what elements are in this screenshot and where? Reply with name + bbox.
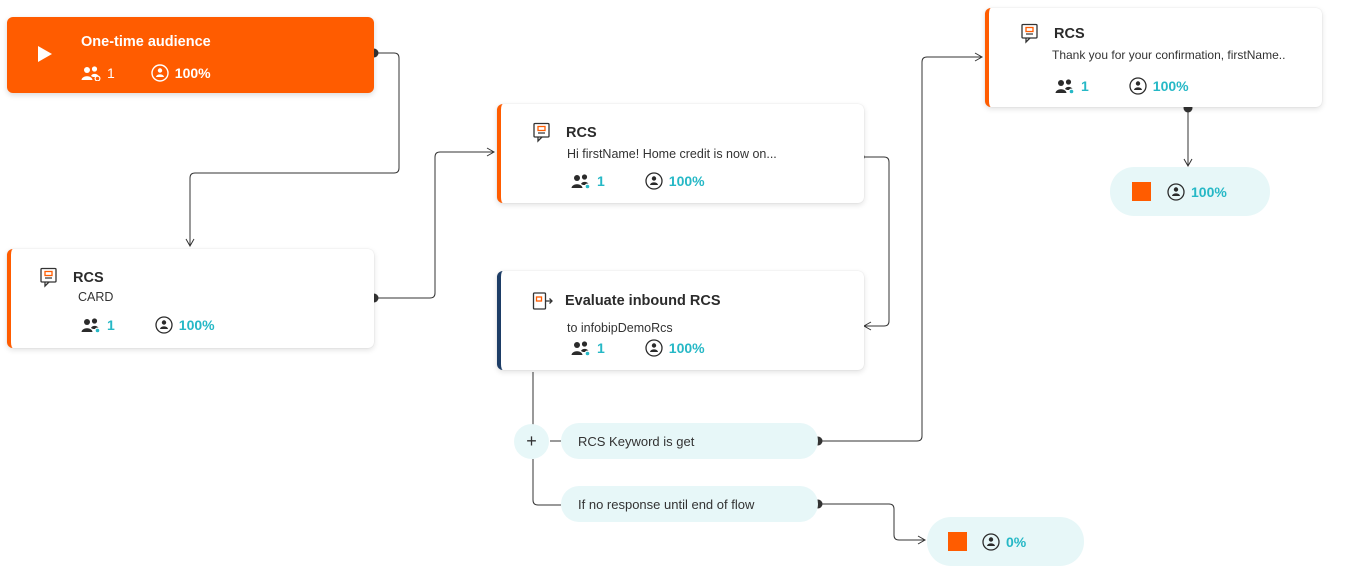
node-title: RCS xyxy=(566,124,597,141)
audience-stat: 1 xyxy=(1055,78,1089,94)
percent-value: 0% xyxy=(1006,533,1027,550)
play-icon xyxy=(38,46,52,62)
add-branch-button[interactable]: + xyxy=(514,424,549,459)
node-stats: 1 100% xyxy=(81,316,215,334)
audience-stat: 1 xyxy=(81,65,115,81)
branch-label: RCS Keyword is get xyxy=(578,433,695,449)
branch-rcs-keyword[interactable]: RCS Keyword is get xyxy=(561,423,818,459)
percent-value: 100% xyxy=(1152,78,1189,94)
person-circle-icon xyxy=(645,172,663,190)
connector-home-eval xyxy=(860,156,890,331)
person-circle-icon xyxy=(1167,182,1185,201)
audience-stat: 1 xyxy=(571,340,605,356)
branch-no-response[interactable]: If no response until end of flow xyxy=(561,486,818,522)
branch-label: If no response until end of flow xyxy=(578,496,755,512)
people-icon xyxy=(81,318,101,333)
person-circle-icon xyxy=(155,316,173,334)
percent-value: 100% xyxy=(174,65,211,81)
percent-stat: 100% xyxy=(645,339,705,357)
rcs-node-home-credit[interactable]: RCS Hi firstName! Home credit is now on.… xyxy=(497,104,864,203)
percent-value: 100% xyxy=(668,173,705,189)
connector-noresponse-end xyxy=(818,503,927,545)
person-circle-icon xyxy=(151,64,169,82)
percent-value: 100% xyxy=(1191,183,1227,200)
end-node-top[interactable]: 100% xyxy=(1110,167,1270,216)
percent-stat: 100% xyxy=(155,316,215,334)
node-stats: 1 100% xyxy=(571,172,705,190)
audience-stat: 1 xyxy=(571,173,605,189)
end-node-bottom[interactable]: 0% xyxy=(927,517,1084,566)
rcs-node-card[interactable]: RCS CARD 1 100% xyxy=(7,249,374,348)
start-node-stats: 1 100% xyxy=(81,64,211,82)
percent-stat: 100% xyxy=(645,172,705,190)
audience-count: 1 xyxy=(597,340,605,356)
people-icon xyxy=(571,341,591,356)
message-icon xyxy=(533,122,550,143)
node-subtitle: Hi firstName! Home credit is now on... xyxy=(567,147,777,161)
stop-icon xyxy=(948,532,967,551)
evaluate-inbound-rcs-node[interactable]: Evaluate inbound RCS to infobipDemoRcs 1… xyxy=(497,271,864,370)
person-circle-icon xyxy=(645,339,663,357)
people-icon xyxy=(81,66,101,81)
people-icon xyxy=(1055,79,1075,94)
rcs-node-thank-you[interactable]: RCS Thank you for your confirmation, fir… xyxy=(985,8,1322,107)
start-node-title: One-time audience xyxy=(81,34,211,50)
audience-count: 1 xyxy=(107,65,115,81)
stop-icon xyxy=(1132,182,1151,201)
evaluate-inbound-icon xyxy=(532,292,553,310)
percent-stat: 100% xyxy=(151,64,211,82)
node-subtitle: Thank you for your confirmation, firstNa… xyxy=(1052,48,1286,62)
message-icon xyxy=(1021,23,1038,44)
node-stats: 1 100% xyxy=(1055,77,1189,95)
node-stats: 1 100% xyxy=(571,339,705,357)
start-node-one-time-audience[interactable]: One-time audience 1 100% xyxy=(7,17,374,93)
audience-stat: 1 xyxy=(81,317,115,333)
audience-count: 1 xyxy=(1081,78,1089,94)
percent-value: 100% xyxy=(668,340,705,356)
node-title: Evaluate inbound RCS xyxy=(565,293,721,309)
node-title: RCS xyxy=(1054,25,1085,42)
connector-card-home xyxy=(374,147,496,299)
message-icon xyxy=(40,267,57,288)
audience-count: 1 xyxy=(107,317,115,333)
person-circle-icon xyxy=(982,532,1000,551)
node-subtitle: to infobipDemoRcs xyxy=(567,321,673,335)
node-title: RCS xyxy=(73,269,104,286)
percent-value: 100% xyxy=(178,317,215,333)
percent-stat: 100% xyxy=(1129,77,1189,95)
audience-count: 1 xyxy=(597,173,605,189)
node-subtitle: CARD xyxy=(78,290,114,304)
person-circle-icon xyxy=(1129,77,1147,95)
people-icon xyxy=(571,174,591,189)
